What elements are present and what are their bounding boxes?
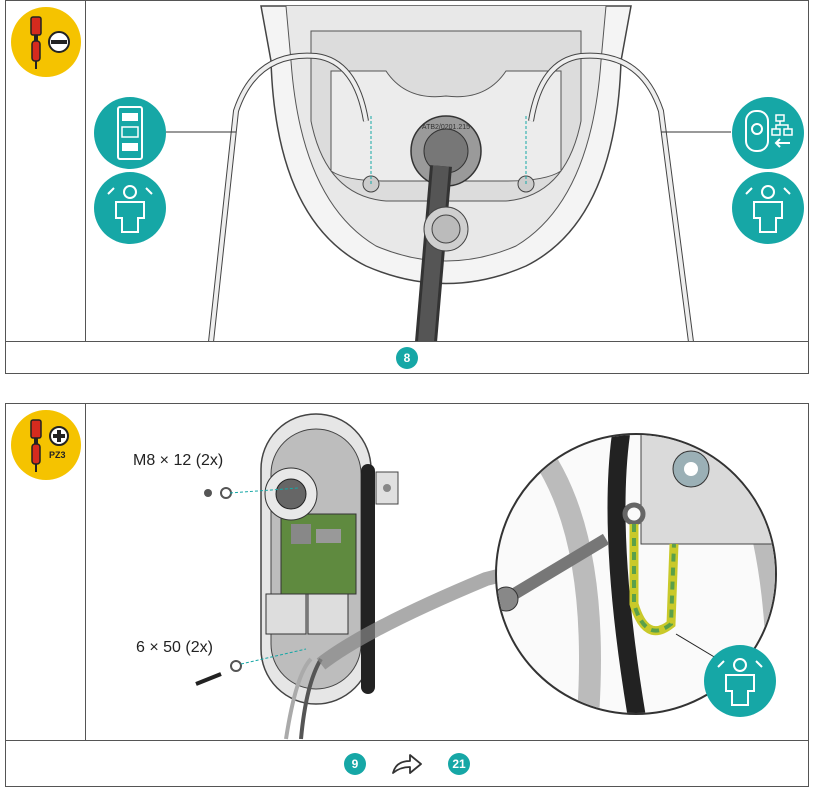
step-number-badge: 8 bbox=[396, 346, 418, 369]
6x50-screw bbox=[195, 648, 307, 686]
screw-label-6x50: 6 × 50 (2x) bbox=[136, 639, 213, 656]
qualified-electrician-icon bbox=[704, 645, 776, 717]
tool-size-label: PZ3 bbox=[49, 450, 66, 460]
qualified-electrician-icon bbox=[94, 172, 166, 244]
module-label: ATB2/0201.215 bbox=[422, 124, 470, 131]
screw-label-m8: M8 × 12 (2x) bbox=[133, 452, 224, 469]
m8-screw bbox=[204, 487, 299, 499]
next-step-badge: 21 bbox=[448, 752, 470, 775]
step-panel-8: ATB2/0201.215 bbox=[5, 0, 809, 374]
screwdriver-flat-icon bbox=[30, 16, 70, 69]
step-footer: 8 bbox=[6, 341, 808, 373]
qualified-electrician-icon bbox=[732, 172, 804, 244]
step-footer: 9 21 bbox=[6, 740, 808, 786]
tool-badge bbox=[11, 7, 81, 77]
tool-badge: PZ3 bbox=[11, 410, 81, 480]
step-number-badge: 9 bbox=[344, 752, 366, 775]
screwdriver-phillips-icon bbox=[30, 419, 69, 472]
step-panel-9: PZ3 bbox=[5, 403, 809, 787]
wallbox-installation-illustration bbox=[86, 404, 808, 741]
forward-arrow-icon bbox=[392, 753, 422, 774]
wallbox-underside-illustration: ATB2/0201.215 bbox=[86, 1, 808, 343]
din-rail-meter-icon bbox=[94, 97, 166, 169]
tool-column: PZ3 bbox=[6, 404, 86, 741]
tool-column bbox=[6, 1, 86, 342]
rfid-network-module-icon bbox=[732, 97, 804, 169]
